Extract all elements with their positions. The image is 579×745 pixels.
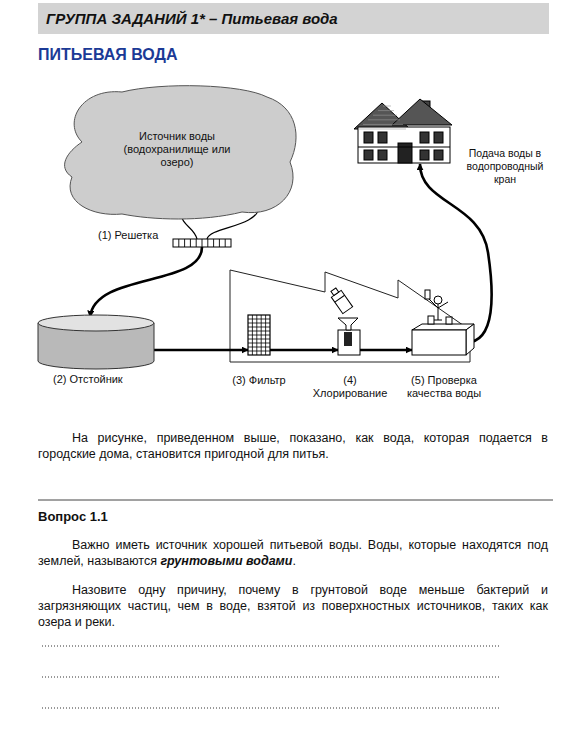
answer-line [42,646,500,647]
question-paragraph: Назовите одну причину, почему в грунтово… [38,582,548,630]
answer-line [42,677,500,678]
header-text: ГРУППА ЗАДАНИЙ 1* – Питьевая вода [46,10,338,27]
node-label: (5) Проверка качества воды [398,290,490,400]
node-label: Источник воды (водохранилище или озеро) [113,130,241,169]
intro-paragraph: На рисунке, приведенном выше, показано, … [38,430,548,462]
text-block: Вопрос 1.1 [38,509,238,524]
text-block: Назовите одну причину, почему в грунтово… [38,582,548,630]
chlorination-stage: (4) Хлорирование [310,290,390,403]
house-tap: Подача воды в водопроводный кран [352,95,552,190]
building-outline [230,270,470,362]
node-label: Подача воды в водопроводный кран [460,147,550,186]
grate-stage: (1) Решетка [95,226,235,252]
settling-tank: (2) Отстойник [35,311,165,391]
stage-illustration [310,290,390,355]
paragraph-text: . [292,554,295,568]
node-label: (3) Фильтр [219,290,299,387]
stage-illustration [35,311,160,373]
flow-arrow [360,349,412,352]
filter-stage: (3) Фильтр [219,290,299,400]
flow-arrow [90,247,202,317]
page-title: ПИТЬЕВАЯ ВОДА [38,46,178,64]
term-emphasis: грунтовыми водами [160,554,292,568]
stage-illustration [398,290,490,355]
text-block: Важно иметь источник хорошей питьевой во… [38,537,548,569]
quality-check-stage: (5) Проверка качества воды [398,290,490,403]
flow-arrow [154,349,248,352]
flow-arrow [270,349,338,352]
water-source-cloud: Источник воды (водохранилище или озеро) [52,82,302,222]
answer-line [42,708,500,709]
stage-illustration [352,95,457,165]
node-label: (2) Отстойник [53,311,165,386]
title-box: ПИТЬЕВАЯ ВОДА [38,46,178,64]
question-paragraph: Важно иметь источник хорошей питьевой во… [38,537,548,569]
text-block: На рисунке, приведенном выше, показано, … [38,430,548,462]
section-rule [38,500,553,501]
node-label: (1) Решетка [98,229,170,242]
stage-illustration [219,290,299,355]
node-label: (4) Хлорирование [310,290,390,400]
flow-arrow [420,164,492,343]
header-text-box: ГРУППА ЗАДАНИЙ 1* – Питьевая вода [46,3,338,34]
stage-illustration [172,238,232,248]
question-heading: Вопрос 1.1 [38,509,238,524]
